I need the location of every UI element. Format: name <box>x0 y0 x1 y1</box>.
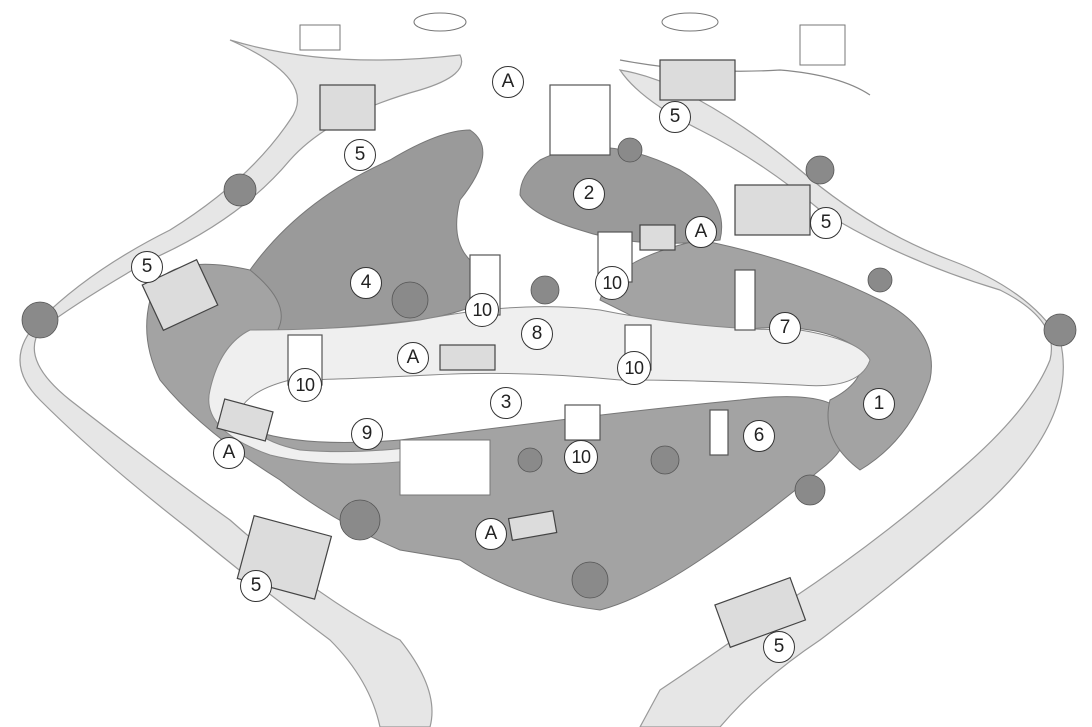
gate-shape <box>710 410 728 455</box>
bench-shape <box>660 60 735 100</box>
marker-5: 5 <box>810 207 842 239</box>
marker-4: 4 <box>350 267 382 299</box>
marker-a: A <box>397 342 429 374</box>
plant-shape <box>531 276 559 304</box>
gate-shape <box>565 405 600 440</box>
marker-9: 9 <box>351 418 383 450</box>
marker-5: 5 <box>344 139 376 171</box>
plant-shape <box>340 500 380 540</box>
bench-shape <box>640 225 675 250</box>
plant-shape <box>806 156 834 184</box>
marker-a: A <box>492 66 524 98</box>
table-shape <box>800 25 845 65</box>
marker-1: 1 <box>863 388 895 420</box>
marker-a: A <box>685 216 717 248</box>
plant-shape <box>572 562 608 598</box>
marker-a: A <box>475 518 507 550</box>
plant-shape <box>651 446 679 474</box>
marker-10: 10 <box>595 266 629 300</box>
marker-10: 10 <box>465 293 499 327</box>
plant-shape <box>224 174 256 206</box>
plant-shape <box>618 138 642 162</box>
plant-shape <box>518 448 542 472</box>
marker-a: A <box>213 437 245 469</box>
plant-shape <box>1044 314 1076 346</box>
table-shape <box>414 13 466 31</box>
bench-shape <box>440 345 495 370</box>
plant-shape <box>795 475 825 505</box>
marker-8: 8 <box>521 318 553 350</box>
marker-5: 5 <box>240 570 272 602</box>
marker-10: 10 <box>617 351 651 385</box>
marker-6: 6 <box>743 420 775 452</box>
gate-shape <box>550 85 610 155</box>
marker-5: 5 <box>131 251 163 283</box>
plant-shape <box>22 302 58 338</box>
marker-3: 3 <box>490 387 522 419</box>
marker-5: 5 <box>763 631 795 663</box>
marker-2: 2 <box>573 178 605 210</box>
table-shape <box>662 13 718 31</box>
marker-10: 10 <box>288 368 322 402</box>
marker-10: 10 <box>564 440 598 474</box>
marker-5: 5 <box>659 101 691 133</box>
bench-shape <box>320 85 375 130</box>
plant-shape <box>868 268 892 292</box>
table-shape <box>300 25 340 50</box>
central-plot <box>400 440 490 495</box>
plant-shape <box>392 282 428 318</box>
gate-shape <box>735 270 755 330</box>
bench-shape <box>735 185 810 235</box>
marker-7: 7 <box>769 312 801 344</box>
